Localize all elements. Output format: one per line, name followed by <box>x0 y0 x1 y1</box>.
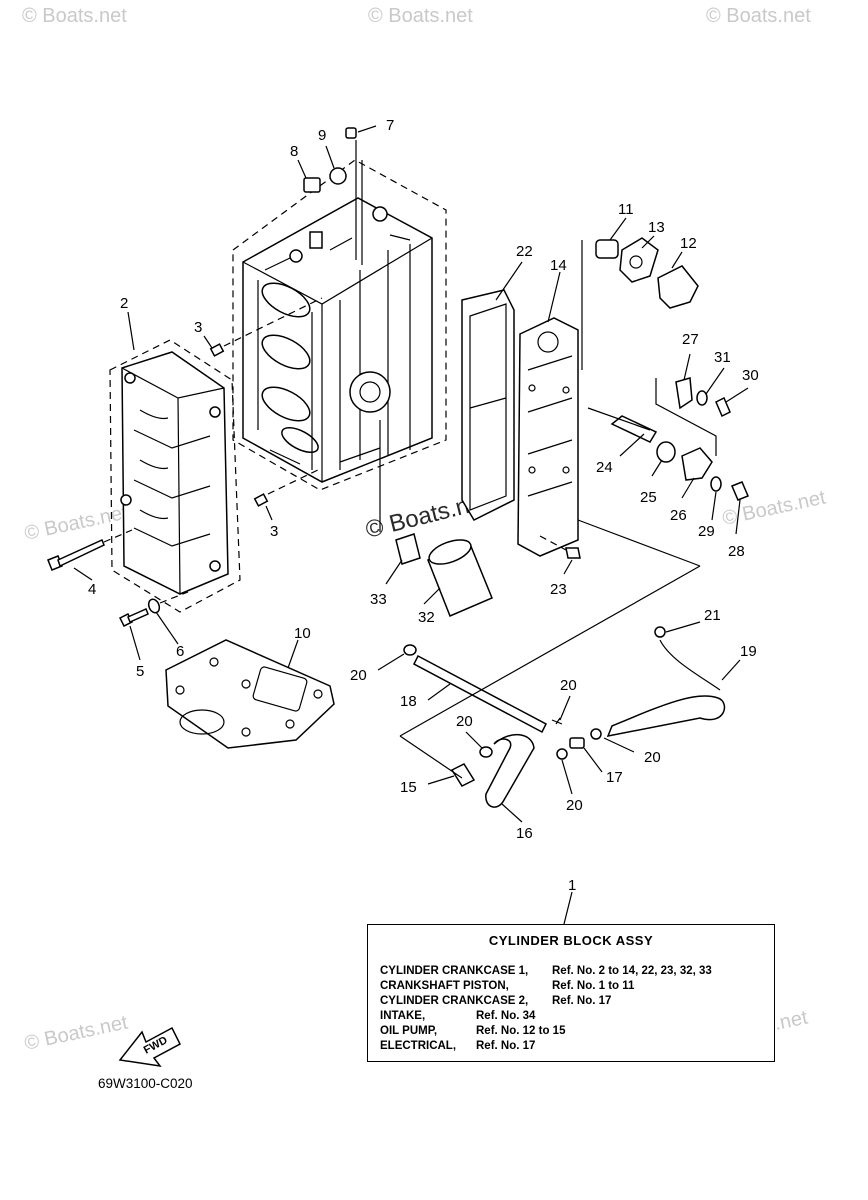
caption-row-ref: Ref. No. 34 <box>476 1010 536 1022</box>
watermark-top-right: © Boats.net <box>706 5 811 27</box>
callout-15: 15 <box>400 779 417 796</box>
callout-5: 5 <box>136 663 144 680</box>
caption-row: CYLINDER CRANKCASE 2, Ref. No. 17 <box>380 995 611 1007</box>
cylinder-block <box>232 159 447 491</box>
hoses-and-fittings <box>399 565 726 808</box>
callout-20-upper: 20 <box>560 677 577 694</box>
caption-title: CYLINDER BLOCK ASSY <box>488 933 654 948</box>
callout-3-bottom: 3 <box>270 523 278 540</box>
caption-row-name: CRANKSHAFT PISTON, <box>380 980 509 992</box>
callout-1: 1 <box>568 877 576 894</box>
callout-20-lower: 20 <box>566 797 583 814</box>
callout-13: 13 <box>648 219 665 236</box>
callout-30: 30 <box>742 367 759 384</box>
caption-row-name: CYLINDER CRANKCASE 1, <box>380 965 529 977</box>
callout-11: 11 <box>618 201 634 218</box>
callout-2: 2 <box>120 295 128 312</box>
thermostat-parts <box>595 237 699 309</box>
caption-row: CRANKSHAFT PISTON, Ref. No. 1 to 11 <box>380 980 634 992</box>
plugs-7-8-9 <box>303 127 363 265</box>
watermark-bottom-left: © Boats.net <box>22 1011 130 1054</box>
exhaust-cover-14 <box>517 240 701 567</box>
caption-row-name: INTAKE, <box>380 1010 426 1022</box>
crankcase <box>109 339 241 613</box>
callout-3-top: 3 <box>194 319 202 336</box>
callout-26: 26 <box>670 507 687 524</box>
gasket-10 <box>165 639 335 749</box>
callout-19: 19 <box>740 643 757 660</box>
oil-filter <box>379 420 493 617</box>
callout-25: 25 <box>640 489 657 506</box>
leader-lines <box>73 125 749 925</box>
callout-27: 27 <box>682 331 699 348</box>
callout-21: 21 <box>704 607 721 624</box>
callout-24: 24 <box>596 459 613 476</box>
watermark-top-center: © Boats.net <box>368 5 473 27</box>
dowel-pins <box>209 297 323 507</box>
exhaust-gasket-22 <box>461 289 515 521</box>
callout-17: 17 <box>606 769 623 786</box>
callout-32: 32 <box>418 609 435 626</box>
callout-4: 4 <box>88 581 96 598</box>
bolt-4 <box>47 529 133 571</box>
bolt-5-washer-6 <box>118 591 189 628</box>
callout-20-middle: 20 <box>456 713 473 730</box>
caption-row-name: OIL PUMP, <box>380 1025 438 1037</box>
forward-arrow-icon: FWD <box>118 1026 181 1068</box>
callout-20-right: 20 <box>644 749 661 766</box>
callout-31: 31 <box>714 349 731 366</box>
callout-18: 18 <box>400 693 417 710</box>
caption-row: OIL PUMP, Ref. No. 12 to 15 <box>380 1025 565 1037</box>
assembly-caption-box: CYLINDER BLOCK ASSY CYLINDER CRANKCASE 1… <box>367 924 775 1062</box>
caption-row-ref: Ref. No. 1 to 11 <box>552 980 635 992</box>
caption-row: ELECTRICAL, Ref. No. 17 <box>380 1040 535 1052</box>
callout-33: 33 <box>370 591 387 608</box>
caption-row-ref: Ref. No. 2 to 14, 22, 23, 32, 33 <box>552 965 712 977</box>
callout-numbers: 1 2 3 3 4 5 6 7 8 9 10 11 12 13 14 15 16… <box>88 117 759 894</box>
callout-8: 8 <box>290 143 298 160</box>
callout-29: 29 <box>698 523 715 540</box>
callout-20-left: 20 <box>350 667 367 684</box>
caption-row-name: ELECTRICAL, <box>380 1040 457 1052</box>
watermark-mid-left: © Boats.net <box>22 501 130 544</box>
caption-row-ref: Ref. No. 12 to 15 <box>476 1025 566 1037</box>
caption-row: INTAKE, Ref. No. 34 <box>380 1010 535 1022</box>
callout-14: 14 <box>550 257 567 274</box>
callout-28: 28 <box>728 543 745 560</box>
caption-row-name: CYLINDER CRANKCASE 2, <box>380 995 529 1007</box>
callout-22: 22 <box>516 243 533 260</box>
callout-12: 12 <box>680 235 697 252</box>
anode-parts <box>587 377 749 501</box>
bolt-23 <box>539 535 581 559</box>
callout-6: 6 <box>176 643 184 660</box>
callout-7: 7 <box>386 117 394 134</box>
caption-row: CYLINDER CRANKCASE 1, Ref. No. 2 to 14, 2… <box>380 965 712 977</box>
caption-row-ref: Ref. No. 17 <box>552 995 612 1007</box>
caption-row-ref: Ref. No. 17 <box>476 1040 536 1052</box>
watermark-top-left: © Boats.net <box>22 5 127 27</box>
callout-9: 9 <box>318 127 326 144</box>
callout-16: 16 <box>516 825 533 842</box>
callout-23: 23 <box>550 581 567 598</box>
callout-10: 10 <box>294 625 311 642</box>
diagram-code: 69W3100-C020 <box>98 1076 193 1091</box>
